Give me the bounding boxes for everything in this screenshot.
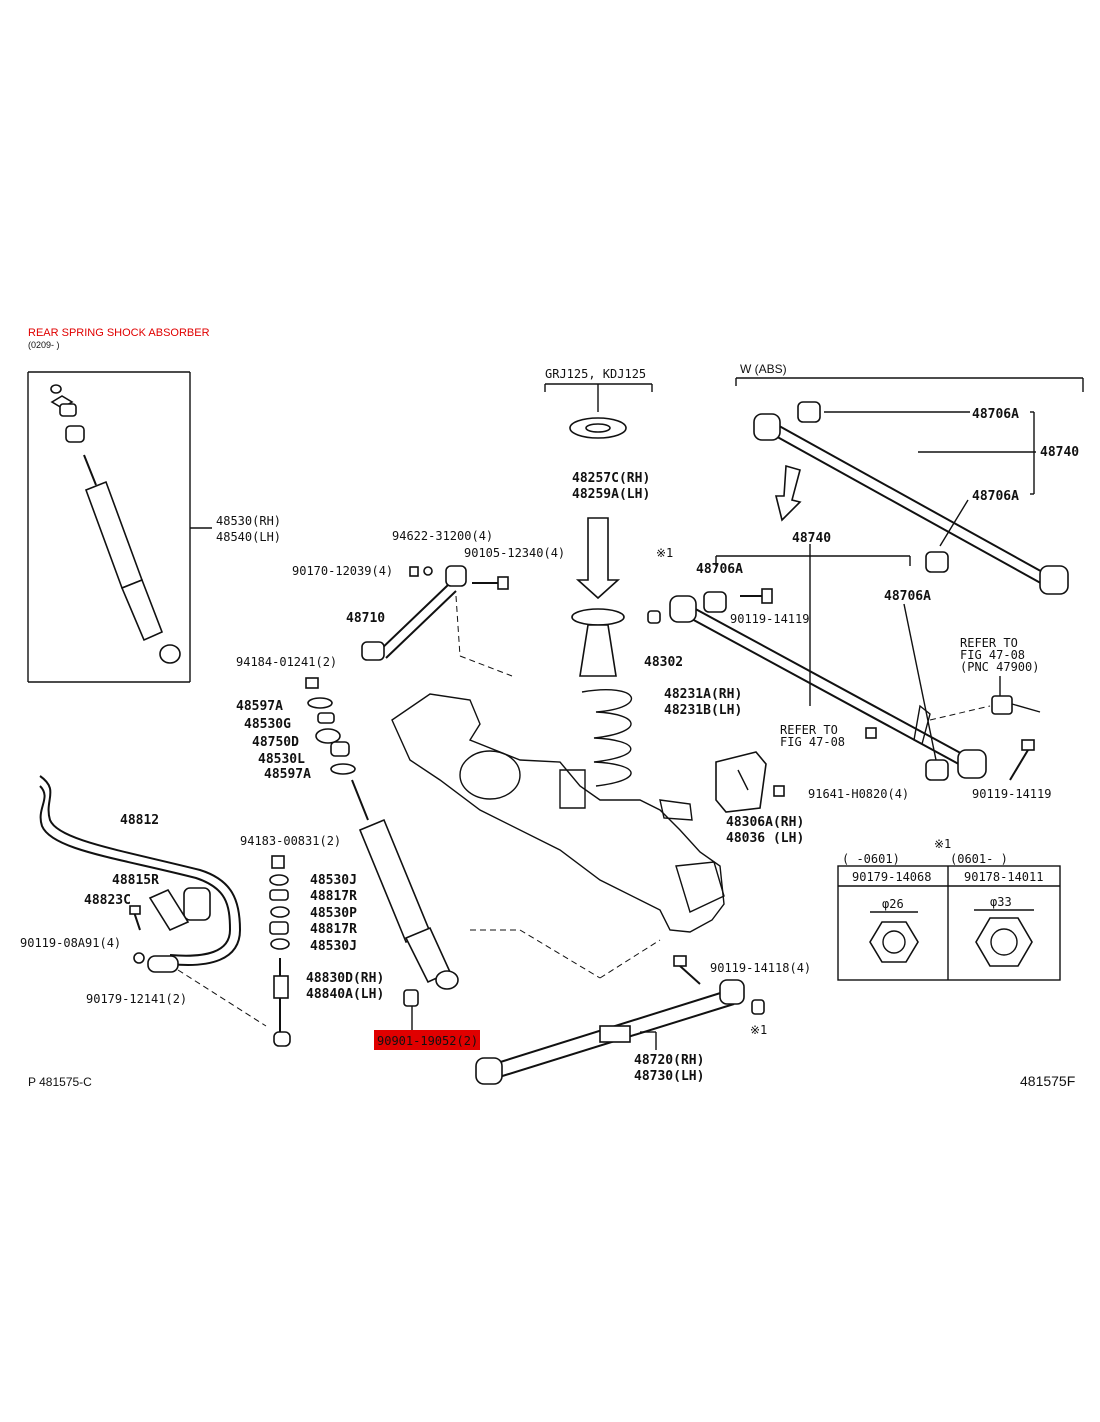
nut-table: ※1 ( -0601) (0601- ) 90179-14068 90178-1… [837, 837, 1061, 981]
lateral-rod-abs [735, 377, 1084, 595]
callout-90119-08a91: 90119-08A91(4) [20, 936, 121, 950]
callout-91641: 91641-H0820(4) [808, 787, 909, 801]
nut-refer [865, 727, 877, 739]
callout-48750d: 48750D [252, 735, 299, 750]
table-col2-part: 90178-14011 [964, 870, 1043, 884]
leader-lines-abs [824, 411, 1036, 547]
callout-48817r-top: 48817R [310, 889, 357, 904]
callout-48830d: 48830D(RH) [306, 971, 384, 986]
callout-48231a: 48231A(RH) [664, 687, 742, 702]
diagram-title: REAR SPRING SHOCK ABSORBER [28, 327, 210, 339]
spring-column [544, 383, 653, 787]
table-col2-dim: φ33 [990, 895, 1012, 909]
table-mark: ※1 [934, 837, 951, 851]
shock-inset-illustration [50, 384, 212, 664]
figure-code-left: P 481575-C [28, 1075, 92, 1089]
figure-code-right: 481575F [1020, 1073, 1075, 1089]
callout-48817r-bottom: 48817R [310, 922, 357, 937]
callout-90170: 90170-12039(4) [292, 564, 393, 578]
callout-48530j-bottom: 48530J [310, 939, 357, 954]
nut-star1-top [647, 610, 661, 624]
bracket-48306a [715, 751, 785, 813]
callout-90119-14118: 90119-14118(4) [710, 961, 811, 975]
table-col1-range: ( -0601) [842, 852, 900, 866]
callout-48257c: 48257C(RH) [572, 471, 650, 486]
callout-90179-12141: 90179-12141(2) [86, 992, 187, 1006]
refer-note-1-line2: FIG 47-08 [960, 648, 1025, 662]
callout-48815r: 48815R [112, 873, 159, 888]
refer-note-2-line2: FIG 47-08 [780, 735, 845, 749]
refer-note-2-line1: REFER TO [780, 723, 838, 737]
callout-48306a: 48306A(RH) [726, 815, 804, 830]
callout-48302: 48302 [644, 655, 683, 670]
rear-axle-housing [391, 693, 725, 979]
table-col2-range: (0601- ) [950, 852, 1008, 866]
callout-48530g: 48530G [244, 717, 291, 732]
diagram-subtitle: (0209- ) [28, 340, 60, 350]
callout-48036: 48036 (LH) [726, 831, 804, 846]
callout-90119-14119-b: 90119-14119 [972, 787, 1051, 801]
callout-48710: 48710 [346, 611, 385, 626]
callout-48720: 48720(RH) [634, 1053, 704, 1068]
callout-48706a-1: 48706A [972, 407, 1019, 422]
callout-48823c: 48823C [84, 893, 131, 908]
callout-90119-14119-a: 90119-14119 [730, 612, 809, 626]
refer-note-1-line3: (PNC 47900) [960, 660, 1039, 674]
callout-48730: 48730(LH) [634, 1069, 704, 1084]
highlight-box [374, 1030, 480, 1050]
callout-grj-kdj: GRJ125, KDJ125 [545, 367, 646, 381]
brake-hose-bracket [929, 676, 1041, 721]
upper-arm-48710 [361, 565, 513, 677]
callout-48530j-top: 48530J [310, 873, 357, 888]
callout-48597a-top: 48597A [236, 699, 283, 714]
callout-48706a-2: 48706A [972, 489, 1019, 504]
bolt-90119-14119 [1009, 739, 1035, 781]
callout-90105: 90105-12340(4) [464, 546, 565, 560]
callout-w-abs: W (ABS) [740, 362, 787, 376]
callout-48706a-3: 48706A [696, 562, 743, 577]
lateral-rod-48740 [669, 544, 987, 781]
table-col1-part: 90179-14068 [852, 870, 931, 884]
callout-48530l: 48530L [258, 752, 305, 767]
callout-48259a: 48259A(LH) [572, 487, 650, 502]
callout-94184: 94184-01241(2) [236, 655, 337, 669]
callout-48597a-bottom: 48597A [264, 767, 311, 782]
stabilizer-link-stack [269, 855, 291, 1047]
callout-48231b: 48231B(LH) [664, 703, 742, 718]
shock-inset-frame [27, 371, 191, 683]
callout-94183: 94183-00831(2) [240, 834, 341, 848]
callout-48740-1: 48740 [1040, 445, 1079, 460]
callout-90901-19052[interactable]: 90901-19052(2) [377, 1034, 478, 1048]
callout-48540: 48540(LH) [216, 530, 281, 544]
callout-48706a-4: 48706A [884, 589, 931, 604]
shock-mount-stack [305, 677, 459, 1030]
callout-48740-2: 48740 [792, 531, 831, 546]
callout-star1-top: ※1 [656, 546, 673, 560]
callout-48812: 48812 [120, 813, 159, 828]
callout-star1-bottom: ※1 [750, 1023, 767, 1037]
callout-48530p: 48530P [310, 906, 357, 921]
stabilizer-bar-48812 [39, 775, 267, 1027]
lower-arm-48720 [475, 955, 765, 1085]
table-col1-dim: φ26 [882, 897, 904, 911]
callout-94622: 94622-31200(4) [392, 529, 493, 543]
callout-48530: 48530(RH) [216, 514, 281, 528]
callout-48840a: 48840A(LH) [306, 987, 384, 1002]
refer-note-1-line1: REFER TO [960, 636, 1018, 650]
